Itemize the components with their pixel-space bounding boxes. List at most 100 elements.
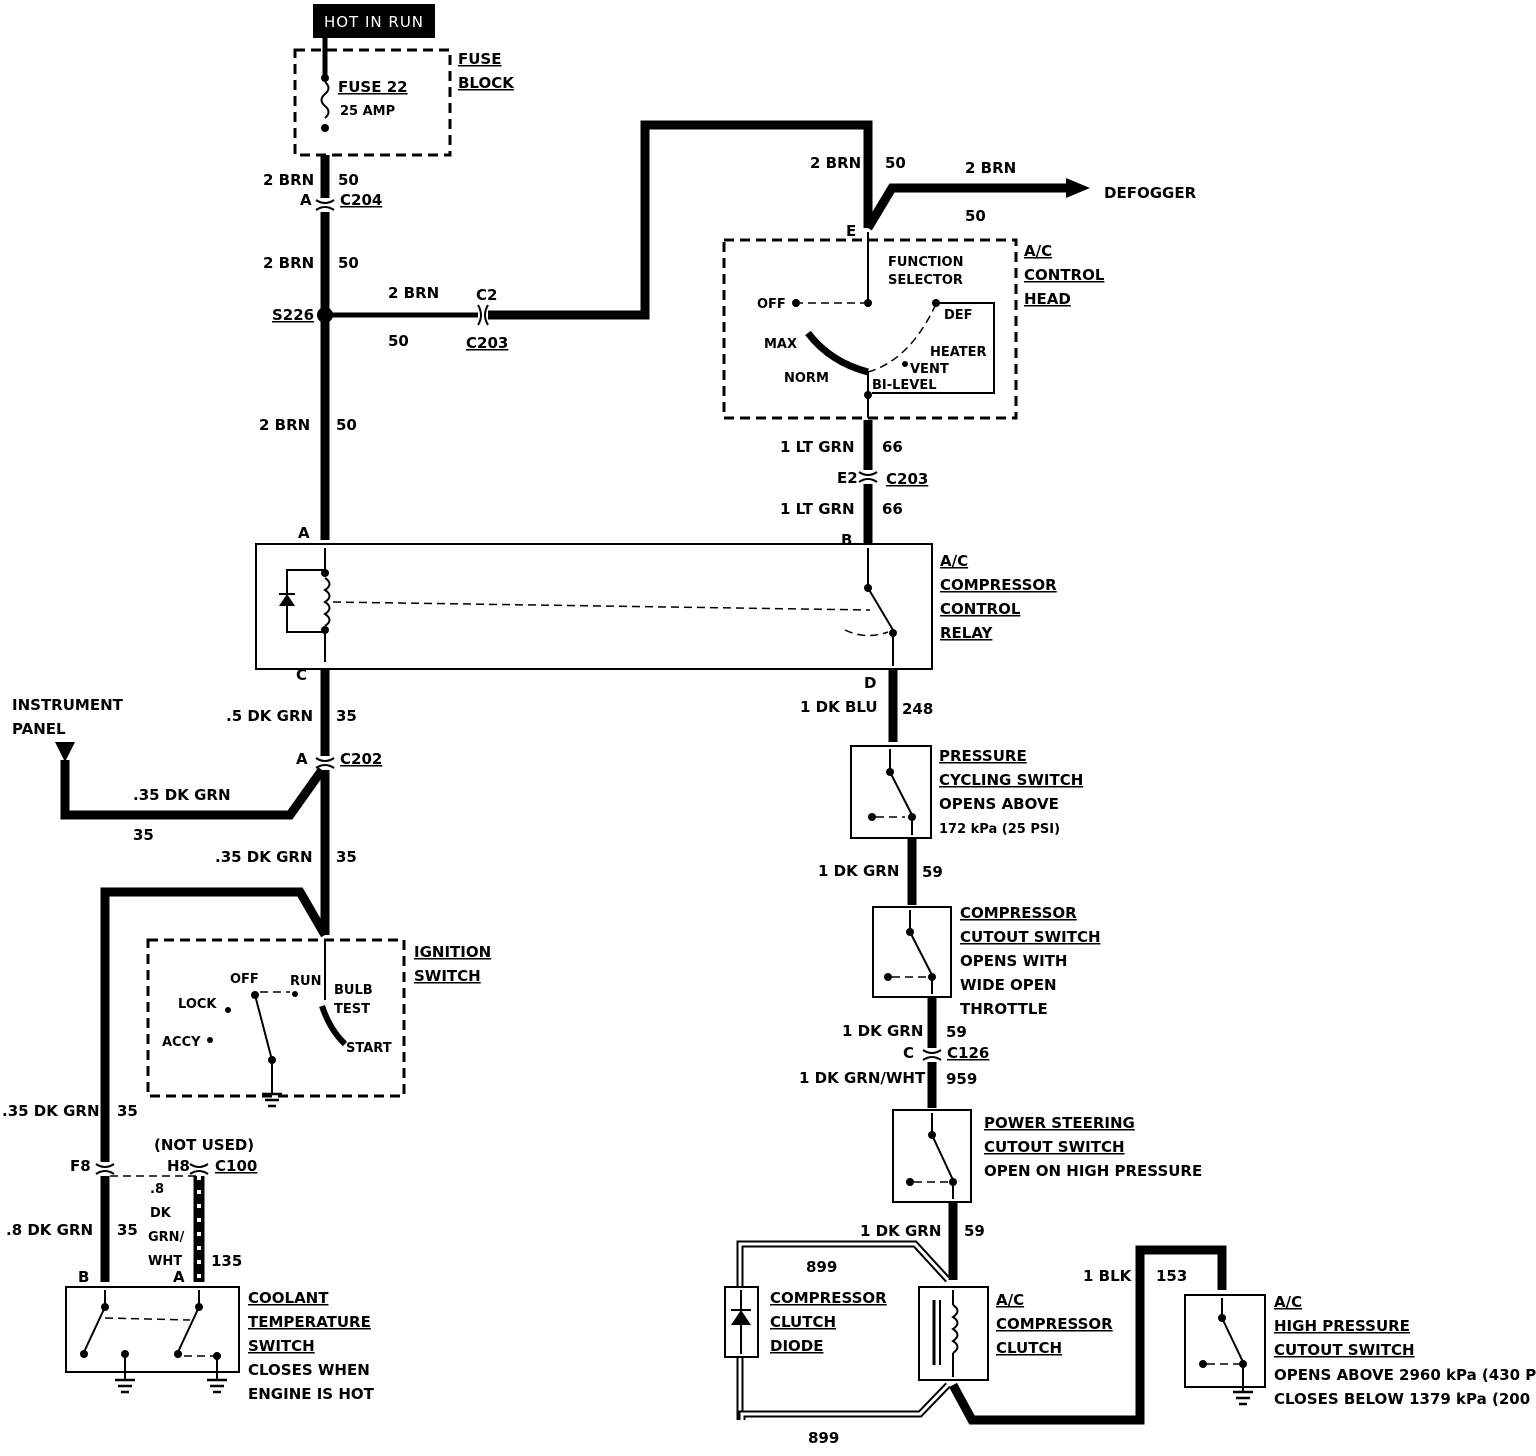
connector-c100-h8-icon xyxy=(189,1163,209,1175)
connector-c202-icon xyxy=(315,757,335,769)
svg-text:OPEN ON HIGH PRESSURE: OPEN ON HIGH PRESSURE xyxy=(984,1162,1202,1180)
svg-text:1 DK GRN: 1 DK GRN xyxy=(818,862,899,880)
fuse-name: FUSE 22 xyxy=(338,78,408,96)
compressor-cutout-switch: 1 DK GRN 59 COMPRESSOR CUTOUT SWITCH OPE… xyxy=(818,838,1101,1018)
svg-text:.8: .8 xyxy=(150,1182,164,1197)
svg-text:50: 50 xyxy=(388,332,409,350)
pressure-cycling-switch: 1 DK BLU 248 PRESSURE CYCLING SWITCH OPE… xyxy=(800,669,1083,839)
svg-text:50: 50 xyxy=(965,207,986,225)
svg-text:2 BRN: 2 BRN xyxy=(263,254,314,272)
instrument-panel-label-1: INSTRUMENT xyxy=(12,696,124,714)
svg-text:WIDE OPEN: WIDE OPEN xyxy=(960,976,1057,994)
svg-text:THROTTLE: THROTTLE xyxy=(960,1000,1048,1018)
svg-text:OFF: OFF xyxy=(230,972,259,987)
svg-text:HEAD: HEAD xyxy=(1024,290,1071,308)
svg-text:2 BRN: 2 BRN xyxy=(259,416,310,434)
ignition-start-contact-icon xyxy=(319,1005,348,1047)
connector-c203-icon xyxy=(477,304,489,326)
defogger-arrow-icon xyxy=(1066,178,1090,198)
svg-text:A: A xyxy=(298,524,310,542)
svg-text:COMPRESSOR: COMPRESSOR xyxy=(996,1315,1113,1333)
connector-c203b-icon xyxy=(858,471,878,483)
svg-text:B: B xyxy=(78,1268,89,1286)
svg-text:OPENS ABOVE 2960 kPa (430 PSI): OPENS ABOVE 2960 kPa (430 PSI) xyxy=(1274,1366,1536,1384)
svg-text:CLOSES WHEN: CLOSES WHEN xyxy=(248,1361,370,1379)
svg-text:959: 959 xyxy=(946,1070,977,1088)
selector-arm-icon xyxy=(805,330,869,376)
left-feed-wires: 2 BRN 50 A C204 2 BRN 50 S226 2 BRN 50 C… xyxy=(259,120,1197,540)
svg-text:899: 899 xyxy=(808,1429,839,1447)
svg-text:COMPRESSOR: COMPRESSOR xyxy=(940,576,1057,594)
coolant-temperature-switch: COOLANT TEMPERATURE SWITCH CLOSES WHEN E… xyxy=(65,1286,375,1403)
svg-text:F8: F8 xyxy=(70,1157,91,1175)
svg-text:1 LT GRN: 1 LT GRN xyxy=(780,500,855,518)
svg-text:35: 35 xyxy=(117,1221,138,1239)
svg-text:59: 59 xyxy=(964,1222,985,1240)
svg-text:ACCY: ACCY xyxy=(162,1035,201,1050)
svg-text:COMPRESSOR: COMPRESSOR xyxy=(960,904,1077,922)
svg-text:35: 35 xyxy=(336,848,357,866)
svg-text:35: 35 xyxy=(336,707,357,725)
svg-text:LOCK: LOCK xyxy=(178,997,217,1012)
head-to-relay-wire: 1 LT GRN 66 E2 C203 1 LT GRN 66 B A xyxy=(298,420,928,549)
ac-control-head: FUNCTION SELECTOR OFF MAX NORM BI-LEVEL … xyxy=(722,232,1105,420)
svg-text:1 DK BLU: 1 DK BLU xyxy=(800,698,878,716)
ignition-switch: OFF RUN LOCK BULB TEST ACCY START IGNITI… xyxy=(146,938,491,1108)
relay-diode-icon xyxy=(279,594,295,606)
power-steering-cutout-switch: 1 DK GRN 59 C C126 1 DK GRN/WHT 959 POWE… xyxy=(799,997,1202,1203)
svg-text:.35 DK GRN: .35 DK GRN xyxy=(133,786,231,804)
svg-text:MAX: MAX xyxy=(764,337,797,352)
svg-text:CONTROL: CONTROL xyxy=(1024,266,1105,284)
svg-text:CLUTCH: CLUTCH xyxy=(996,1339,1062,1357)
svg-text:CLOSES BELOW 1379 kPa (200 PSI: CLOSES BELOW 1379 kPa (200 PSI) xyxy=(1274,1390,1536,1408)
clutch-diode-icon xyxy=(731,1310,751,1325)
svg-text:DEF: DEF xyxy=(944,308,973,323)
svg-text:HEATER: HEATER xyxy=(930,345,987,360)
svg-text:1 DK GRN: 1 DK GRN xyxy=(842,1022,923,1040)
svg-text:START: START xyxy=(346,1041,392,1056)
svg-text:1 DK GRN/WHT: 1 DK GRN/WHT xyxy=(799,1069,926,1087)
svg-text:1 BLK: 1 BLK xyxy=(1083,1267,1133,1285)
svg-text:RELAY: RELAY xyxy=(940,624,994,642)
svg-text:TEST: TEST xyxy=(334,1002,370,1017)
svg-text:C202: C202 xyxy=(340,750,382,768)
svg-text:B: B xyxy=(841,531,852,549)
svg-text:BI-LEVEL: BI-LEVEL xyxy=(872,378,937,393)
fuse-block-label-1: FUSE xyxy=(458,50,501,68)
svg-text:OPENS WITH: OPENS WITH xyxy=(960,952,1067,970)
svg-text:BULB: BULB xyxy=(334,983,373,998)
svg-text:CUTOUT SWITCH: CUTOUT SWITCH xyxy=(960,928,1101,946)
fuse-block-label-2: BLOCK xyxy=(458,74,515,92)
connector-c126-icon xyxy=(922,1049,942,1061)
fuse-block: FUSE 22 25 AMP FUSE BLOCK xyxy=(293,38,515,157)
svg-text:C203: C203 xyxy=(466,334,508,352)
svg-text:50: 50 xyxy=(336,416,357,434)
svg-text:A: A xyxy=(296,750,308,768)
svg-text:172 kPa (25 PSI): 172 kPa (25 PSI) xyxy=(939,822,1060,837)
svg-text:E2: E2 xyxy=(837,469,858,487)
svg-text:A: A xyxy=(300,191,312,209)
svg-text:50: 50 xyxy=(885,154,906,172)
fuse-rating: 25 AMP xyxy=(340,104,395,119)
svg-text:S226: S226 xyxy=(272,306,314,324)
fuse-icon xyxy=(320,81,330,119)
svg-text:H8: H8 xyxy=(167,1157,190,1175)
ac-compressor-control-relay: A/C COMPRESSOR CONTROL RELAY C D xyxy=(255,543,1057,692)
svg-text:RUN: RUN xyxy=(290,974,321,989)
svg-text:.35 DK GRN: .35 DK GRN xyxy=(215,848,313,866)
relay-coil-icon xyxy=(323,577,331,627)
svg-text:50: 50 xyxy=(338,171,359,189)
svg-text:SWITCH: SWITCH xyxy=(248,1337,315,1355)
svg-text:2 BRN: 2 BRN xyxy=(263,171,314,189)
svg-text:A/C: A/C xyxy=(996,1291,1024,1309)
svg-text:SELECTOR: SELECTOR xyxy=(888,273,963,288)
svg-text:A/C: A/C xyxy=(940,552,968,570)
svg-text:C100: C100 xyxy=(215,1157,257,1175)
svg-text:50: 50 xyxy=(338,254,359,272)
svg-text:A/C: A/C xyxy=(1274,1293,1302,1311)
svg-text:1 DK GRN: 1 DK GRN xyxy=(860,1222,941,1240)
svg-text:COMPRESSOR: COMPRESSOR xyxy=(770,1289,887,1307)
svg-text:TEMPERATURE: TEMPERATURE xyxy=(248,1313,371,1331)
svg-text:A: A xyxy=(173,1268,185,1286)
svg-text:C203: C203 xyxy=(886,470,928,488)
